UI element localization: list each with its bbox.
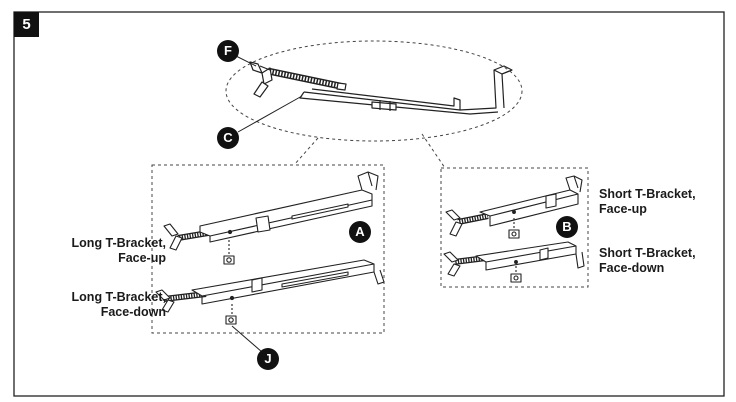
label-short-face-up: Short T-Bracket, Face-up — [599, 187, 719, 217]
callout-a: A — [349, 221, 371, 243]
label-long-face-up: Long T-Bracket, Face-up — [20, 236, 166, 266]
short-bracket-face-down — [443, 241, 585, 283]
label-short-face-up-line2: Face-up — [599, 202, 647, 216]
leader-f — [235, 55, 257, 67]
label-long-face-up-line1: Long T-Bracket, — [71, 236, 166, 250]
long-bracket-face-up — [163, 171, 379, 265]
bracket-overview — [249, 61, 513, 115]
wing-nut-icon — [249, 61, 273, 98]
long-bracket-box — [151, 164, 385, 334]
label-short-face-down-line2: Face-down — [599, 261, 665, 275]
label-long-face-up-line2: Face-up — [118, 251, 166, 265]
label-long-face-down-line2: Face-down — [100, 305, 166, 319]
short-bracket-face-up — [445, 175, 583, 239]
callout-c: C — [217, 127, 239, 149]
connector-left — [293, 137, 319, 166]
callout-j: J — [257, 348, 279, 370]
label-short-face-up-line1: Short T-Bracket, — [599, 187, 696, 201]
label-short-face-down: Short T-Bracket, Face-down — [599, 246, 719, 276]
label-long-face-down: Long T-Bracket, Face-down — [20, 290, 166, 320]
threaded-bolt — [267, 67, 347, 91]
step-number-badge: 5 — [14, 12, 39, 37]
callout-b: B — [556, 216, 578, 238]
label-short-face-down-line1: Short T-Bracket, — [599, 246, 696, 260]
connector-right — [421, 133, 446, 169]
leader-c — [237, 95, 303, 133]
long-bracket-face-down — [155, 259, 385, 353]
outer-frame — [13, 11, 725, 397]
short-bracket-box — [440, 167, 589, 288]
label-long-face-down-line1: Long T-Bracket, — [71, 290, 166, 304]
zoom-ellipse — [225, 40, 523, 142]
callout-f: F — [217, 40, 239, 62]
